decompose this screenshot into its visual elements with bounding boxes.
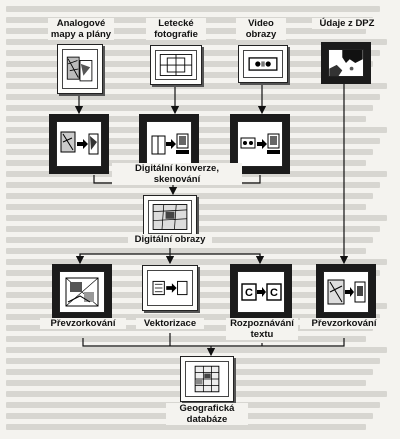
processing-join-line: [82, 338, 345, 347]
node-scan-1: [49, 114, 109, 174]
database-grid-icon: [194, 365, 220, 393]
resampling-icon: [65, 277, 99, 307]
resampling-label-1: Převzorkování: [40, 318, 126, 329]
vectorization-label: Vektorizace: [136, 318, 204, 329]
svg-text:C: C: [270, 287, 278, 299]
digital-images-label: Digitální obrazy: [128, 234, 212, 245]
text-recognition-icon: C C: [241, 283, 282, 301]
ocr-label: Rozpoznávání textu: [226, 318, 298, 340]
source-label-video: Video obrazy: [236, 18, 286, 40]
digital-image-icon: [152, 204, 188, 230]
source-label-aerial: Letecké fotografie: [146, 18, 206, 40]
source-label-analog: Analogové mapy a plány: [48, 18, 114, 40]
node-ocr: C C: [230, 264, 292, 320]
resampling-label-2: Převzorkování: [300, 318, 388, 329]
node-resampling-1: [52, 264, 112, 320]
node-analog-maps: [57, 44, 103, 94]
paper-map-icon: [66, 56, 93, 82]
node-aerial-photos: [150, 45, 202, 85]
vectorization-icon: [152, 280, 188, 296]
video-tape-icon: [248, 57, 278, 71]
satellite-image-icon: [329, 50, 363, 76]
node-digital-images: [143, 195, 197, 239]
scan-arrow-icon: [151, 133, 189, 155]
node-video: [238, 45, 288, 83]
aerial-photo-icon: [159, 54, 193, 76]
source-label-dpz: Údaje z DPZ: [312, 18, 382, 29]
resampling-icon: [327, 279, 366, 305]
svg-text:C: C: [245, 287, 253, 299]
scan-arrow-icon: [240, 133, 280, 154]
scan-arrow-icon: [60, 131, 99, 155]
node-remote-sensing: [321, 42, 371, 84]
node-geo-database: [180, 356, 234, 402]
database-label: Geografická databáze: [166, 403, 248, 425]
node-vectorization: [142, 265, 198, 311]
node-resampling-2: [316, 264, 376, 320]
conversion-label: Digitální konverze, skenování: [112, 163, 242, 185]
